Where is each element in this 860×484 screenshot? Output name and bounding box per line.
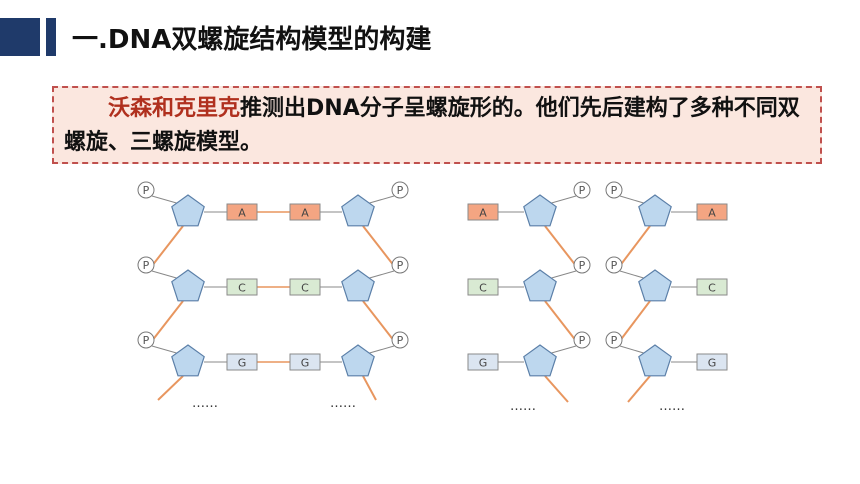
base-box (289, 203, 321, 221)
phosphate-circle (573, 181, 591, 199)
base-label: G (479, 357, 488, 370)
base-box (289, 353, 321, 371)
phosphate-label: P (611, 334, 618, 347)
base-box (696, 353, 728, 371)
backbone-link (157, 375, 184, 401)
base-label: A (479, 207, 487, 220)
phosphate-label: P (579, 334, 586, 347)
phosphate-circle (137, 256, 155, 274)
sugar-pentagon (171, 194, 205, 227)
phosphate-bond (619, 195, 648, 205)
sugar-pentagon (523, 194, 557, 227)
ellipsis-label: …… (330, 396, 356, 411)
phosphate-bond (619, 270, 648, 280)
base-label: A (301, 207, 309, 220)
base-label: C (479, 282, 487, 295)
double-helix-model: P P A A P P C C P P G G …… …… (137, 181, 409, 411)
base-box (467, 353, 499, 371)
phosphate-circle (605, 256, 623, 274)
phosphate-circle (573, 331, 591, 349)
sugar-pentagon (171, 269, 205, 302)
phosphate-label: P (397, 184, 404, 197)
phosphate-circle (573, 256, 591, 274)
phosphate-label: P (143, 184, 150, 197)
sugar-pentagon (171, 344, 205, 377)
phosphate-circle (391, 181, 409, 199)
base-label: C (238, 282, 246, 295)
phosphate-bond (365, 195, 395, 205)
base-label: G (238, 357, 247, 370)
base-label: C (708, 282, 716, 295)
phosphate-circle (137, 331, 155, 349)
backbone-link (544, 375, 569, 403)
phosphate-label: P (611, 259, 618, 272)
sugar-pentagon (341, 269, 375, 302)
phosphate-bond (547, 345, 577, 355)
sugar-pentagon (638, 269, 672, 302)
phosphate-circle (391, 256, 409, 274)
base-label: A (238, 207, 246, 220)
phosphate-label: P (579, 259, 586, 272)
phosphate-bond (365, 270, 395, 280)
base-label: G (708, 357, 717, 370)
phosphate-label: P (397, 334, 404, 347)
base-box (226, 353, 258, 371)
callout-highlight: 沃森和克里克 (108, 96, 241, 121)
ellipsis-label: …… (659, 399, 685, 414)
phosphate-bond (547, 195, 577, 205)
base-label: C (301, 282, 309, 295)
page-title: 一.DNA双螺旋结构模型的构建 (72, 25, 432, 55)
phosphate-bond (151, 195, 181, 205)
phosphate-label: P (143, 259, 150, 272)
phosphate-bond (151, 270, 181, 280)
backbone-link (362, 375, 377, 401)
title-bar-stripe (46, 18, 56, 56)
callout-box: 沃森和克里克推测出DNA分子呈螺旋形的。他们先后建构了多种不同双螺旋、三螺旋模型… (52, 86, 822, 164)
callout-text: 推测出DNA分子呈螺旋形的。他们先后建构了多种不同双螺旋、三螺旋模型。 (64, 96, 800, 155)
phosphate-bond (151, 345, 181, 355)
base-label: G (301, 357, 310, 370)
phosphate-bond (547, 270, 577, 280)
phosphate-circle (605, 331, 623, 349)
base-box (289, 278, 321, 296)
phosphate-bond (365, 345, 395, 355)
sugar-pentagon (523, 344, 557, 377)
base-box (467, 203, 499, 221)
phosphate-circle (137, 181, 155, 199)
phosphate-label: P (143, 334, 150, 347)
phosphate-circle (605, 181, 623, 199)
sugar-pentagon (341, 194, 375, 227)
backbone-link (627, 375, 651, 403)
base-box (467, 278, 499, 296)
base-label: A (708, 207, 716, 220)
base-box (696, 278, 728, 296)
base-box (226, 278, 258, 296)
sugar-pentagon (638, 344, 672, 377)
alternate-helix-model: P P A A P P C C P P G G …… …… (467, 181, 728, 414)
phosphate-bond (619, 345, 648, 355)
sugar-pentagon (341, 344, 375, 377)
phosphate-label: P (611, 184, 618, 197)
base-box (696, 203, 728, 221)
sugar-pentagon (638, 194, 672, 227)
phosphate-circle (391, 331, 409, 349)
base-box (226, 203, 258, 221)
title-bar-block (0, 18, 40, 56)
phosphate-label: P (397, 259, 404, 272)
ellipsis-label: …… (510, 399, 536, 414)
sugar-pentagon (523, 269, 557, 302)
phosphate-label: P (579, 184, 586, 197)
ellipsis-label: …… (192, 396, 218, 411)
